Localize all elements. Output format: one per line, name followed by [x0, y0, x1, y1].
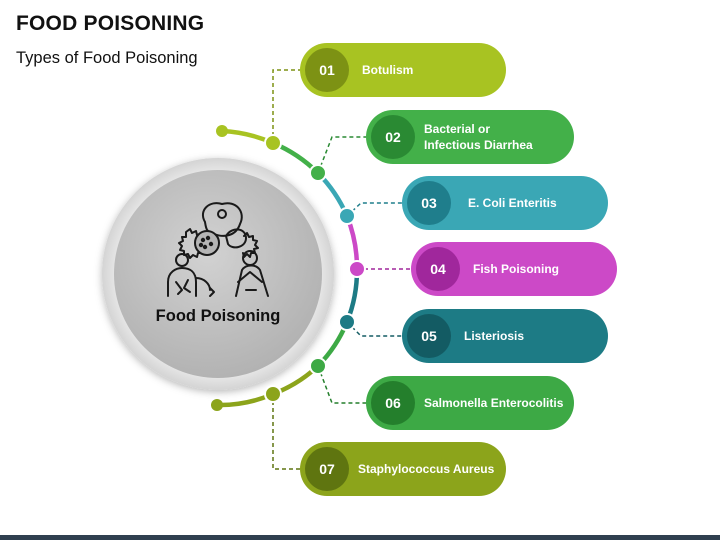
item-label: E. Coli Enteritis — [468, 196, 557, 210]
item-number-badge: 07 — [305, 447, 349, 491]
arc-nodes — [264, 134, 366, 403]
item-label: Botulism — [362, 63, 414, 77]
arc-node — [348, 260, 366, 278]
item-pill: 03 E. Coli Enteritis — [402, 176, 608, 230]
arc-node — [309, 357, 327, 375]
item-label: Fish Poisoning — [473, 262, 559, 276]
arc-node — [338, 207, 356, 225]
item-label: Listeriosis — [464, 329, 525, 343]
connector-line — [272, 69, 300, 143]
arc-end-cap — [216, 125, 228, 137]
item-pill: 04 Fish Poisoning — [411, 242, 617, 296]
center-label: Food Poisoning — [155, 307, 281, 325]
bottom-bar — [0, 535, 720, 540]
item-label: Bacterial or Infectious Diarrhea — [424, 122, 533, 152]
item-pill: 05 Listeriosis — [402, 309, 608, 363]
item-pill: 01 Botulism — [300, 43, 506, 97]
item-pill: 02 Bacterial or Infectious Diarrhea — [366, 110, 574, 164]
arc-node — [264, 385, 282, 403]
item-number-badge: 03 — [407, 181, 451, 225]
item-number-badge: 01 — [305, 48, 349, 92]
arc-node — [264, 134, 282, 152]
item-number-badge: 04 — [416, 247, 460, 291]
item-number-badge: 06 — [371, 381, 415, 425]
connector-line — [317, 365, 366, 404]
arc-node — [338, 313, 356, 331]
item-label: Staphylococcus Aureus — [358, 462, 495, 476]
connector-line — [272, 394, 300, 470]
item-label: Salmonella Enterocolitis — [424, 396, 564, 410]
item-pill: 07 Staphylococcus Aureus — [300, 442, 506, 496]
arc-node — [309, 164, 327, 182]
page-title: FOOD POISONING — [16, 12, 205, 35]
connector-line — [317, 136, 366, 174]
page-subtitle: Types of Food Poisoning — [16, 49, 198, 67]
item-number-badge: 02 — [371, 115, 415, 159]
center-circle — [102, 158, 334, 390]
food-poisoning-icon — [167, 202, 269, 297]
center-inner-disc — [114, 170, 322, 378]
item-number-badge: 05 — [407, 314, 451, 358]
item-pill: 06 Salmonella Enterocolitis — [366, 376, 574, 430]
arc-end-cap — [211, 399, 223, 411]
